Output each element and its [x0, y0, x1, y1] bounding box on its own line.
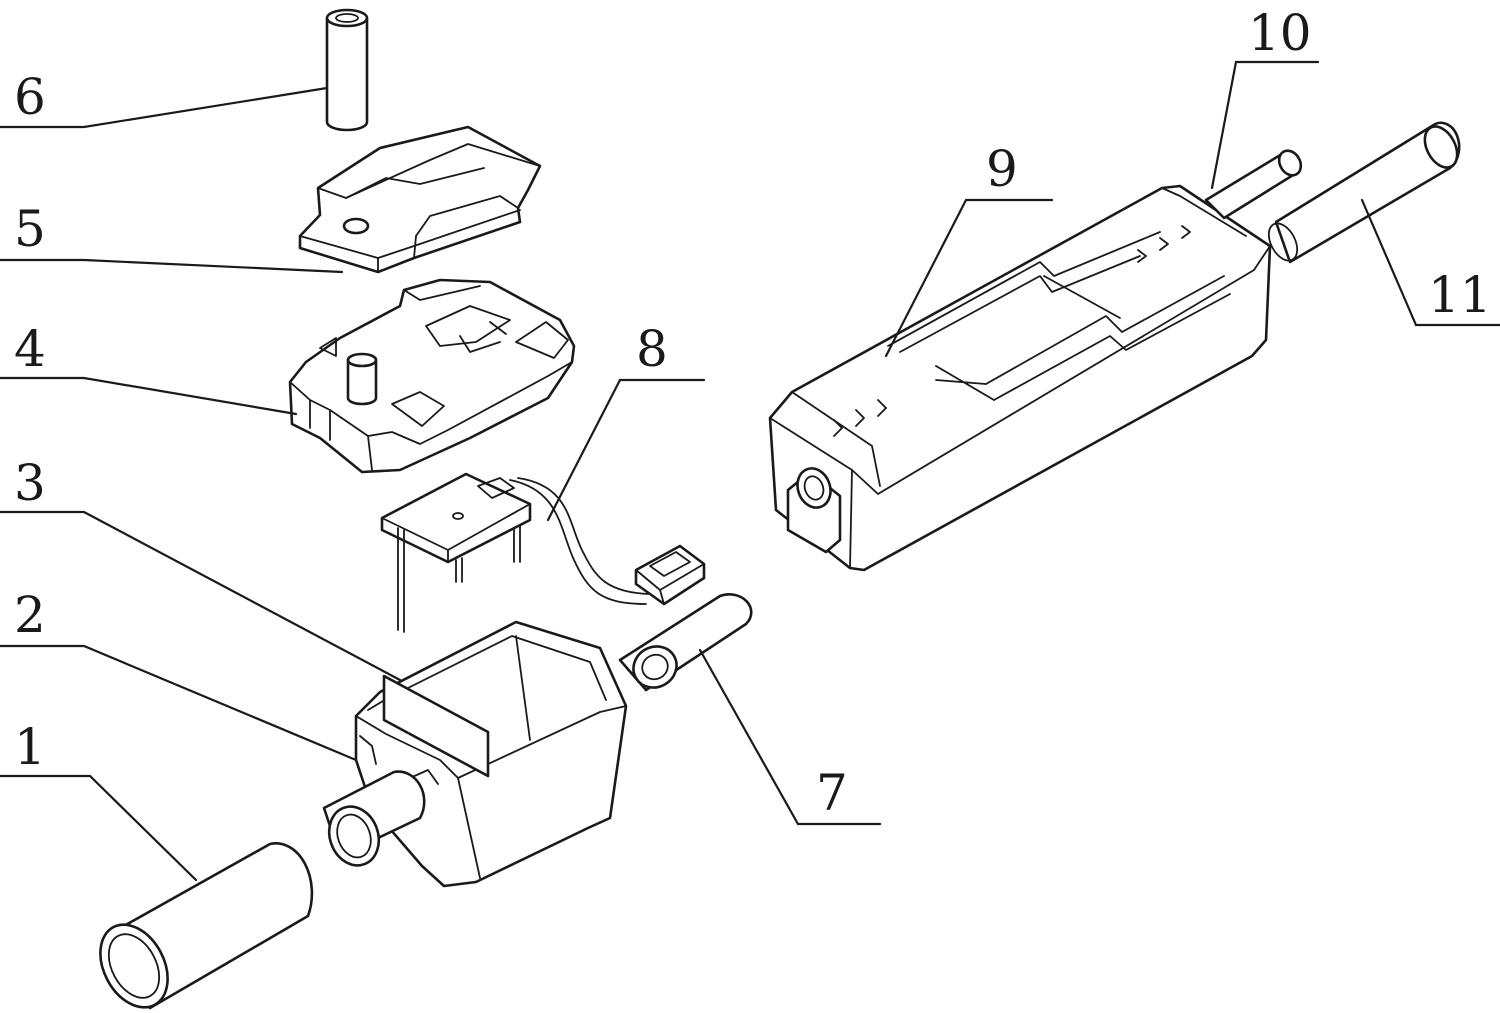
leader-8 — [546, 378, 706, 522]
part-4-base-frame — [288, 278, 576, 474]
part-6-tube — [325, 8, 369, 132]
part-9-pump-unit — [768, 184, 1272, 572]
label-2: 2 — [14, 586, 46, 644]
label-1: 1 — [14, 718, 46, 776]
part-1-tube — [99, 842, 314, 1010]
label-3: 3 — [14, 454, 46, 512]
label-9: 9 — [986, 140, 1018, 198]
leader-11 — [1360, 198, 1500, 327]
leader-1 — [0, 774, 198, 882]
label-11: 11 — [1428, 266, 1492, 324]
part-8-sensor-board — [380, 472, 706, 633]
label-6: 6 — [14, 68, 46, 126]
leader-3 — [0, 510, 402, 682]
part-10-tube — [1204, 149, 1303, 220]
leader-lines — [0, 60, 1500, 882]
label-10: 10 — [1248, 4, 1312, 62]
reservoir-outlet — [322, 770, 426, 867]
label-8: 8 — [636, 320, 668, 378]
label-5: 5 — [14, 200, 46, 258]
part-labels: 6 5 4 3 2 1 8 7 9 10 11 — [14, 4, 1492, 822]
leader-9 — [884, 198, 1054, 358]
leader-7 — [698, 648, 882, 826]
part-3-float-plate — [382, 674, 490, 778]
part-2-reservoir — [354, 620, 628, 888]
part-11-tube — [1267, 121, 1461, 264]
leader-4 — [0, 376, 298, 416]
part-7-tube — [618, 593, 753, 692]
label-7: 7 — [816, 764, 848, 822]
leader-10 — [1210, 60, 1320, 190]
leader-6 — [0, 86, 329, 129]
leader-2 — [0, 644, 358, 762]
label-4: 4 — [14, 320, 46, 378]
part-5-cover-plate — [298, 125, 542, 274]
leader-5 — [0, 258, 344, 274]
